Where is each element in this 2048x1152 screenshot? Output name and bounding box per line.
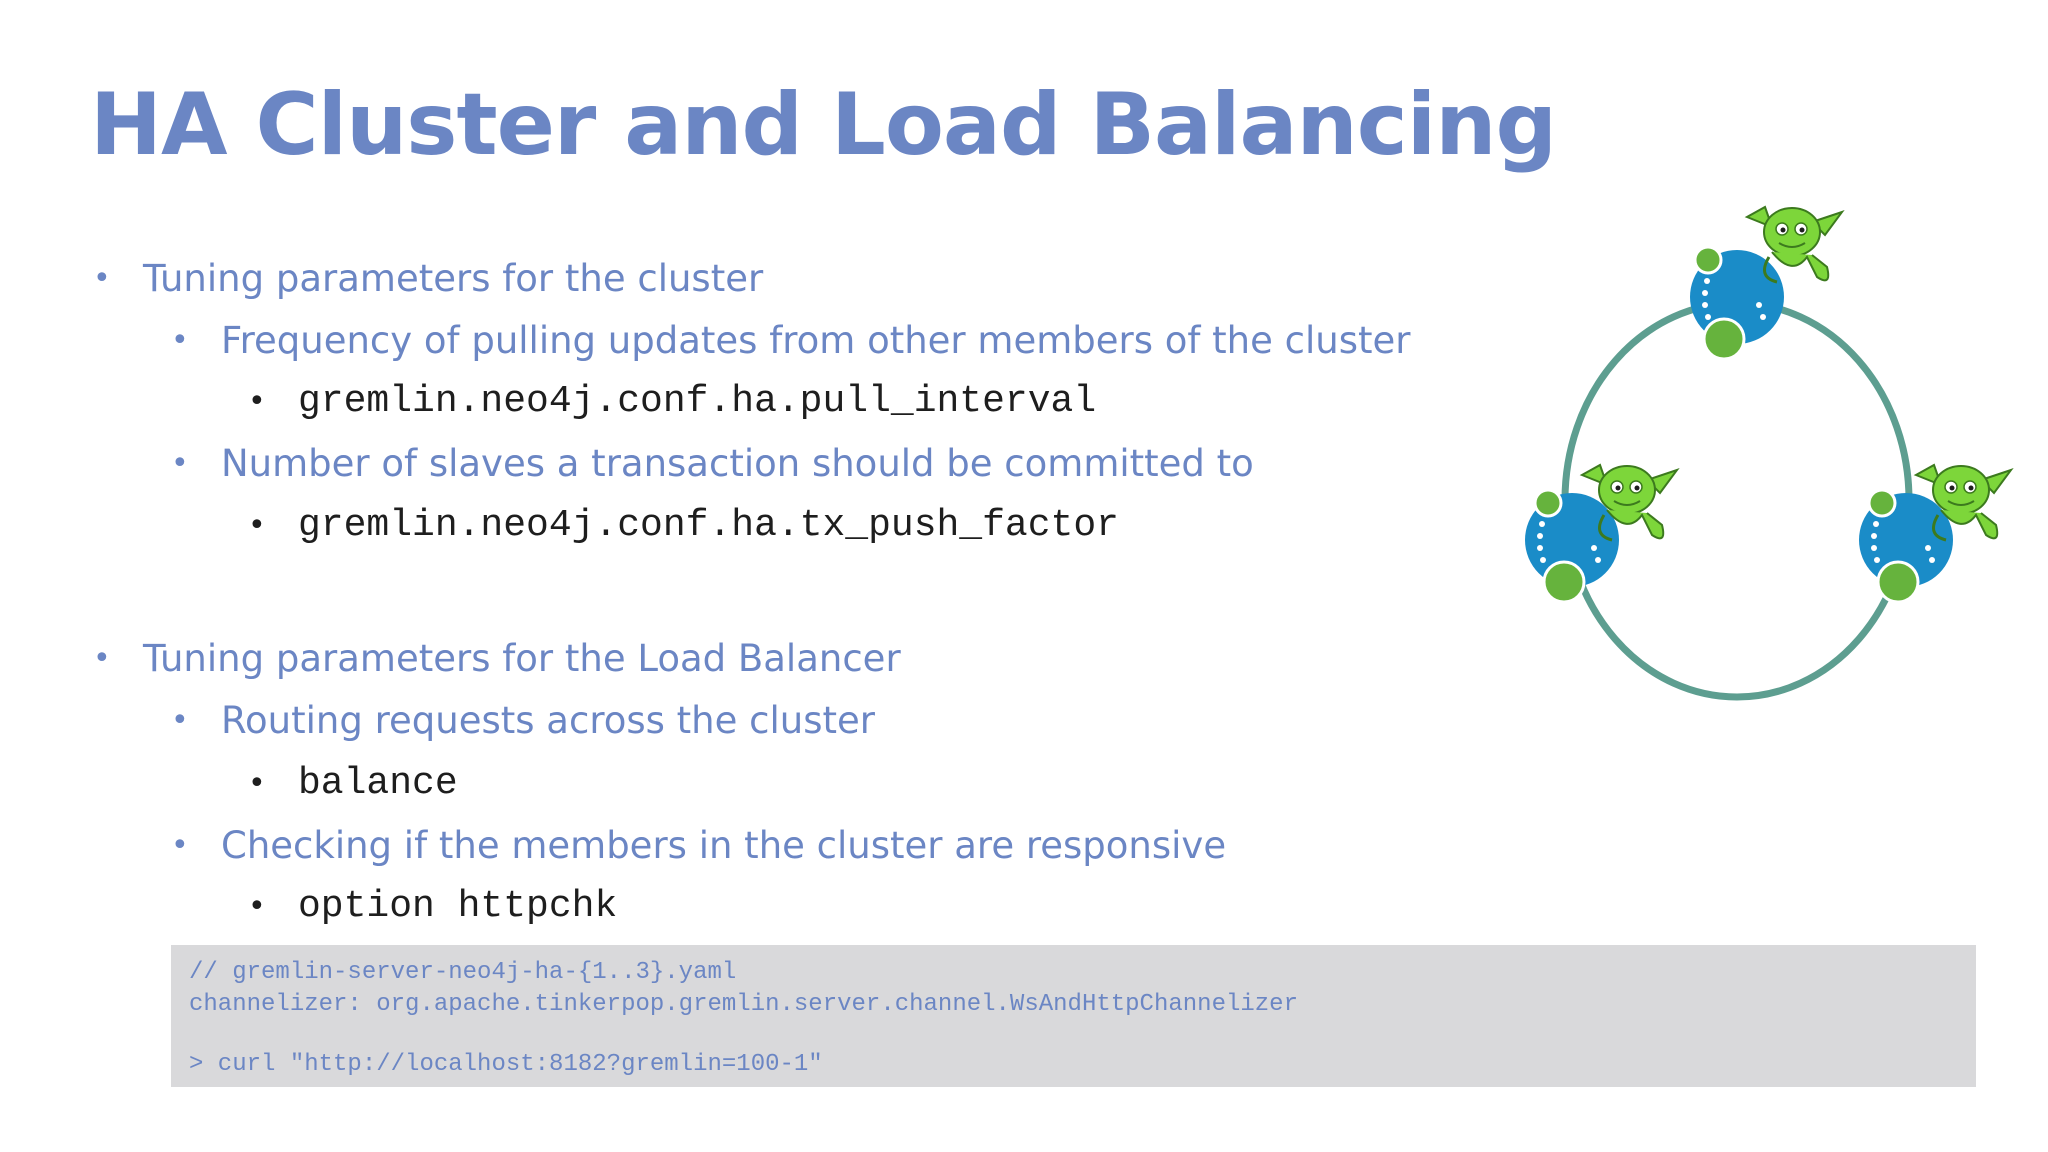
bullet-item: • Checking if the members in the cluster…: [171, 824, 1227, 867]
bullet-item: • Frequency of pulling updates from othe…: [171, 319, 1411, 362]
bullet-item: • option httpchk: [248, 885, 618, 928]
bullet-item: • gremlin.neo4j.conf.ha.pull_interval: [248, 380, 1097, 423]
bullet-text: balance: [298, 762, 458, 805]
cluster-diagram: [1525, 205, 2014, 701]
bullet-text: gremlin.neo4j.conf.ha.tx_push_factor: [298, 504, 1119, 547]
bullet-dot-icon: •: [248, 766, 266, 801]
gremlin-neo4j-node-left-icon: [1525, 463, 1680, 604]
bullet-text: Checking if the members in the cluster a…: [221, 824, 1227, 867]
bullet-dot-icon: •: [248, 889, 266, 924]
bullet-text: Routing requests across the cluster: [221, 699, 875, 742]
bullet-item: • Number of slaves a transaction should …: [171, 442, 1254, 485]
bullet-text: option httpchk: [298, 885, 618, 928]
bullet-item: • Tuning parameters for the cluster: [93, 257, 764, 300]
bullet-dot-icon: •: [171, 323, 189, 358]
gremlin-neo4j-node-right-icon: [1859, 463, 2014, 604]
bullet-text: Frequency of pulling updates from other …: [221, 319, 1411, 362]
bullet-dot-icon: •: [93, 641, 111, 676]
code-line: channelizer: org.apache.tinkerpop.gremli…: [189, 991, 1298, 1018]
bullet-item: • Routing requests across the cluster: [171, 699, 875, 742]
code-block: // gremlin-server-neo4j-ha-{1..3}.yaml c…: [171, 945, 1976, 1087]
gremlin-neo4j-node-top-icon: [1690, 205, 1845, 361]
bullet-text: Tuning parameters for the cluster: [143, 257, 764, 300]
bullet-dot-icon: •: [171, 446, 189, 481]
bullet-dot-icon: •: [171, 703, 189, 738]
bullet-dot-icon: •: [171, 828, 189, 863]
code-line: // gremlin-server-neo4j-ha-{1..3}.yaml: [189, 959, 737, 986]
bullet-item: • balance: [248, 762, 458, 805]
bullet-dot-icon: •: [248, 508, 266, 543]
bullet-dot-icon: •: [93, 261, 111, 296]
code-line: > curl "http://localhost:8182?gremlin=10…: [189, 1051, 823, 1078]
slide-title: HA Cluster and Load Balancing: [90, 75, 1557, 175]
bullet-text: Tuning parameters for the Load Balancer: [143, 637, 901, 680]
bullet-list: • Tuning parameters for the cluster • Fr…: [93, 257, 1411, 928]
bullet-text: gremlin.neo4j.conf.ha.pull_interval: [298, 380, 1097, 423]
bullet-dot-icon: •: [248, 384, 266, 419]
bullet-item: • Tuning parameters for the Load Balance…: [93, 637, 901, 680]
bullet-text: Number of slaves a transaction should be…: [221, 442, 1254, 485]
bullet-item: • gremlin.neo4j.conf.ha.tx_push_factor: [248, 504, 1119, 547]
